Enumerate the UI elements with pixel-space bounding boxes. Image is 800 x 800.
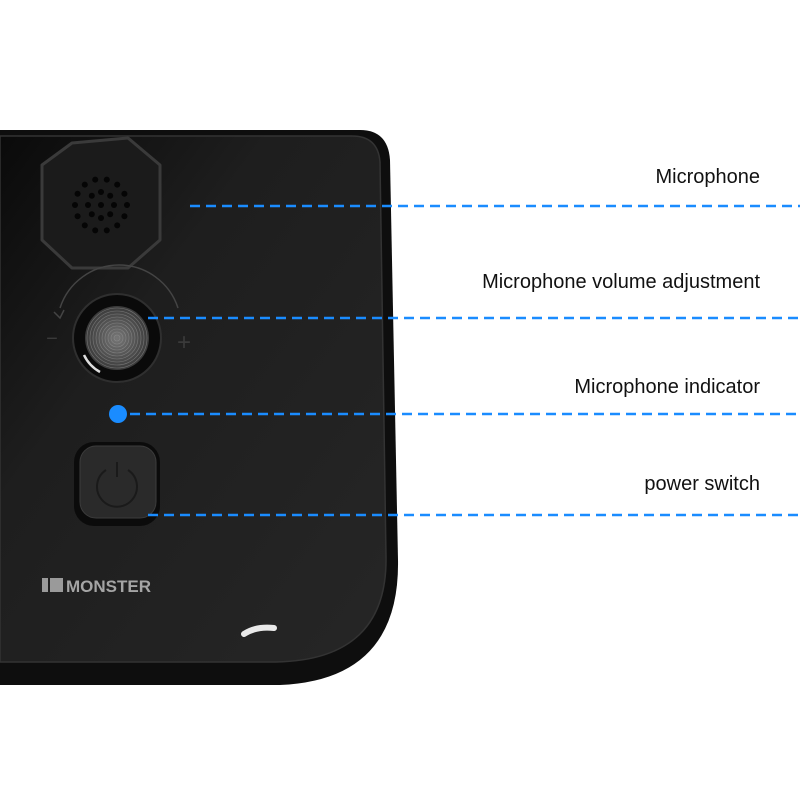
grille-hole [103, 176, 110, 183]
grille-hole [98, 202, 104, 208]
grille-hole [74, 190, 81, 197]
grille-hole [114, 181, 121, 188]
grille-hole [88, 211, 95, 218]
grille-hole [98, 215, 104, 221]
power-button-icon [74, 442, 160, 526]
dial-ring [104, 325, 130, 351]
monster-logo: MONSTER [42, 577, 151, 596]
svg-text:MONSTER: MONSTER [66, 577, 151, 596]
microphone-grille-icon [40, 136, 162, 270]
dial-ring [98, 319, 136, 357]
dial-ring [95, 316, 139, 360]
callout-label-volume: Microphone volume adjustment [482, 271, 760, 293]
grille-hole [81, 222, 88, 229]
grille-hole [92, 227, 99, 234]
grille-hole [92, 176, 99, 183]
grille-hole [121, 190, 128, 197]
grille-hole [74, 213, 81, 220]
grille-hole [114, 222, 121, 229]
grille-hole [85, 202, 91, 208]
microphone-indicator-led [109, 405, 127, 423]
grille-hole [124, 202, 130, 208]
volume-plus: + [177, 329, 191, 356]
grille-hole [88, 192, 95, 199]
grille-hole [121, 213, 128, 220]
grille-hole [103, 227, 110, 234]
grille-hole [81, 181, 88, 188]
dial-ring [89, 310, 145, 366]
callout-label-microphone: Microphone [655, 166, 760, 188]
grille-hole [107, 192, 114, 199]
grille-hole [98, 189, 104, 195]
volume-dial: − + [46, 264, 191, 383]
callout-label-power: power switch [644, 473, 760, 495]
dial-ring [107, 328, 127, 348]
dial-ring [86, 307, 148, 369]
volume-minus: − [46, 328, 58, 350]
grille-hole [107, 211, 114, 218]
dial-ring [101, 322, 133, 354]
grille-hole [72, 202, 78, 208]
dial-ring [92, 313, 142, 363]
dial-ring [110, 331, 124, 345]
callout-label-indicator: Microphone indicator [574, 376, 760, 398]
grille-hole [111, 202, 117, 208]
dial-ring [113, 334, 121, 342]
